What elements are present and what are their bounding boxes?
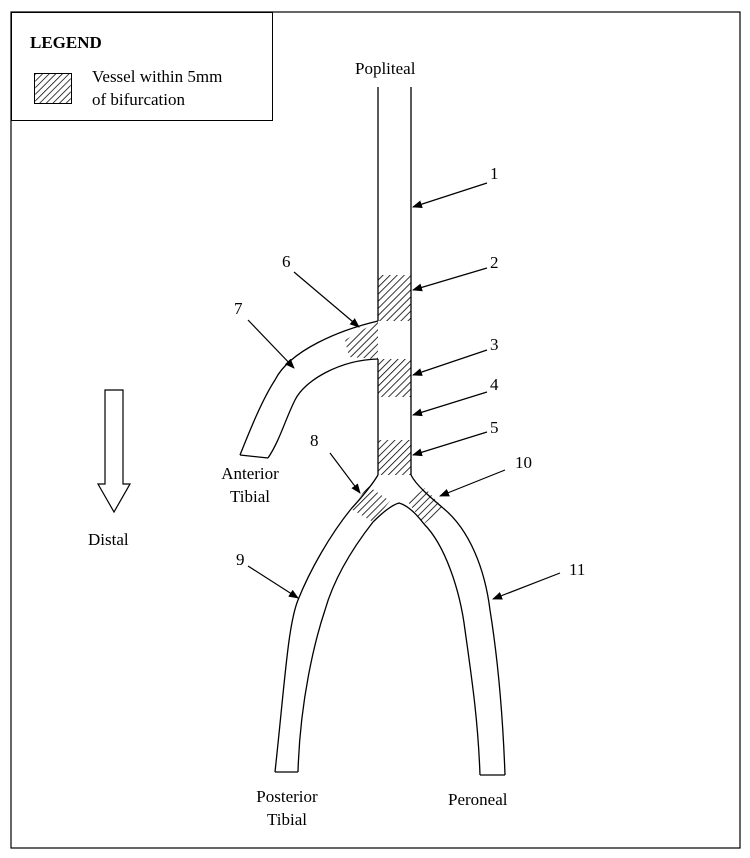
legend-title: LEGEND: [30, 33, 102, 52]
outer-border: [10, 11, 741, 849]
distal-arrow-icon: [96, 389, 132, 514]
arrow-7: [247, 319, 295, 369]
callout-7: 7: [234, 299, 243, 318]
callout-9: 9: [236, 550, 245, 569]
anterior-tibial-wall-upper: [239, 320, 379, 456]
hatched-segment-2: [378, 275, 411, 321]
bifurcation-left-shoulder: [350, 474, 379, 510]
arrow-1: [412, 182, 488, 209]
arrow-3: [412, 349, 488, 376]
callout-5: 5: [490, 418, 499, 437]
label-posterior-tibial-line2: Tibial: [266, 810, 307, 829]
label-distal: Distal: [88, 530, 129, 549]
arrow-2: [412, 267, 488, 292]
bifurcation-crotch: [372, 502, 425, 525]
callout-2: 2: [490, 253, 499, 272]
legend-item-line1: Vessel within 5mm: [92, 67, 223, 86]
arrow-4: [412, 391, 488, 417]
hatched-segment-8: [351, 486, 390, 522]
callout-1: 1: [490, 164, 499, 183]
callout-8: 8: [310, 431, 319, 450]
arrow-9: [247, 565, 299, 599]
posterior-tibial-wall-inner: [297, 521, 374, 773]
posterior-tibial-wall-outer: [274, 508, 352, 773]
label-posterior-tibial: Posterior Tibial: [240, 787, 334, 830]
callout-10: 10: [515, 453, 532, 472]
anterior-tibial-wall-lower: [267, 358, 379, 459]
label-anterior-tibial: Anterior Tibial: [208, 464, 292, 507]
legend: LEGEND Vessel within 5mm of bifurcation: [11, 12, 273, 121]
label-anterior-tibial-line2: Tibial: [229, 487, 270, 506]
hatched-segment-3: [378, 359, 411, 397]
callout-11: 11: [569, 560, 586, 579]
label-peroneal: Peroneal: [448, 790, 508, 809]
peroneal-wall-outer: [442, 507, 506, 776]
arrow-10: [439, 469, 506, 497]
legend-hatch-swatch: [34, 73, 72, 104]
arrow-5: [412, 431, 488, 457]
label-anterior-tibial-line1: Anterior: [221, 464, 279, 483]
hatched-segment-5: [378, 440, 411, 475]
anterior-tibial-end: [239, 454, 269, 459]
arrow-6: [293, 271, 360, 328]
label-popliteal: Popliteal: [355, 59, 416, 78]
legend-item-line2: of bifurcation: [92, 90, 185, 109]
legend-item-text: Vessel within 5mm of bifurcation: [92, 65, 222, 111]
arrow-8: [329, 452, 361, 494]
peroneal-wall-inner: [423, 523, 481, 776]
bifurcation-right-shoulder: [410, 474, 444, 509]
hatched-segment-6: [345, 321, 378, 359]
callout-6: 6: [282, 252, 291, 271]
callout-4: 4: [490, 375, 499, 394]
arrow-11: [492, 572, 561, 600]
callout-3: 3: [490, 335, 499, 354]
hatched-segment-10: [408, 488, 443, 524]
label-posterior-tibial-line1: Posterior: [256, 787, 318, 806]
